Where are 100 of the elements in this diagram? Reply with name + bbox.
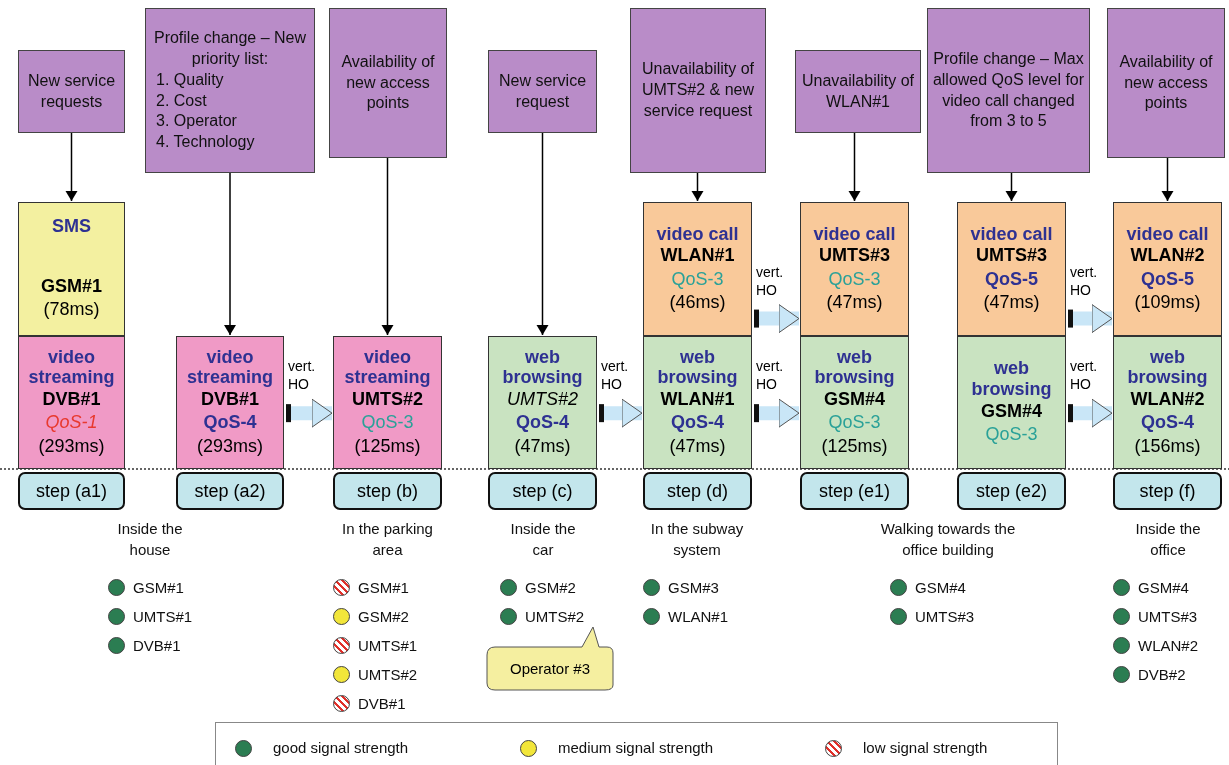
latency-value: (46ms) bbox=[669, 291, 726, 315]
service-box bbox=[957, 336, 1066, 469]
event-box bbox=[488, 50, 597, 133]
qos-level: QoS-4 bbox=[1141, 411, 1194, 435]
network-name: GSM#4 bbox=[981, 399, 1042, 423]
priority-item: 1. Quality bbox=[155, 69, 224, 90]
qos-level: QoS-3 bbox=[671, 267, 724, 291]
network-name: UMTS#3 bbox=[915, 607, 975, 627]
network-name: DVB#1 bbox=[42, 388, 101, 412]
arrow bbox=[224, 172, 236, 336]
event-text: Profile change – Max allowed QoS level for video call changed from 3 to 5 bbox=[932, 48, 1085, 132]
service-box bbox=[643, 202, 752, 336]
network-name: UMTS#3 bbox=[1138, 607, 1198, 627]
network-name: WLAN#1 bbox=[660, 388, 735, 412]
arrow bbox=[1005, 172, 1018, 202]
latency-value: (47ms) bbox=[826, 291, 883, 315]
arrow bbox=[381, 157, 394, 336]
service-name: video streaming bbox=[186, 346, 274, 389]
event-box bbox=[927, 8, 1090, 173]
latency-value: (156ms) bbox=[1134, 434, 1201, 458]
network-name: GSM#4 bbox=[1138, 578, 1189, 598]
callout-text: Operator #3 bbox=[509, 659, 590, 677]
network-name: GSM#2 bbox=[358, 607, 409, 627]
arrow bbox=[536, 132, 549, 336]
qos-level: QoS-5 bbox=[1141, 267, 1194, 291]
step-box bbox=[800, 472, 909, 510]
latency-value: (47ms) bbox=[669, 434, 726, 458]
network-name: DVB#1 bbox=[133, 636, 181, 656]
network-name: WLAN#1 bbox=[660, 244, 735, 268]
step-box bbox=[643, 472, 752, 510]
network-name: UMTS#2 bbox=[352, 388, 423, 412]
arrow bbox=[848, 132, 861, 202]
network-name: DVB#2 bbox=[1138, 665, 1186, 685]
event-box bbox=[1107, 8, 1225, 158]
scene-caption: Inside the office bbox=[1134, 519, 1202, 560]
event-text: Profile change – New priority list: bbox=[152, 28, 308, 69]
service-name: video call bbox=[970, 223, 1053, 245]
qos-level: QoS-3 bbox=[828, 267, 881, 291]
step-box bbox=[333, 472, 442, 510]
latency-value: (78ms) bbox=[43, 298, 100, 322]
step-label: step (a1) bbox=[35, 480, 107, 502]
network-name: UMTS#3 bbox=[976, 244, 1047, 268]
legend-label: low signal strength bbox=[863, 738, 988, 758]
network-name: GSM#2 bbox=[525, 578, 576, 598]
service-box bbox=[1113, 336, 1222, 469]
network-name: DVB#1 bbox=[201, 388, 259, 412]
latency-value: (293ms) bbox=[38, 434, 105, 458]
qos-level: QoS-1 bbox=[45, 411, 98, 435]
qos-level: QoS-3 bbox=[985, 423, 1038, 447]
network-name: WLAN#2 bbox=[1138, 636, 1199, 656]
service-name: video streaming bbox=[343, 346, 432, 389]
service-name: web browsing bbox=[813, 346, 896, 389]
network-name: UMTS#2 bbox=[358, 665, 418, 685]
event-box bbox=[18, 50, 125, 133]
latency-value: (293ms) bbox=[197, 434, 263, 458]
network-name: UMTS#2 bbox=[525, 607, 585, 627]
legend-label: medium signal strength bbox=[558, 738, 714, 758]
step-box bbox=[957, 472, 1066, 510]
service-box bbox=[488, 336, 597, 469]
arrow bbox=[65, 132, 78, 202]
event-text: New service request bbox=[497, 70, 588, 112]
step-label: step (f) bbox=[1139, 480, 1196, 502]
step-box bbox=[176, 472, 284, 510]
event-text: Unavailability of WLAN#1 bbox=[800, 70, 916, 112]
qos-level: QoS-4 bbox=[516, 411, 569, 435]
network-name: GSM#3 bbox=[668, 578, 719, 598]
service-name: video streaming bbox=[27, 346, 116, 389]
latency-value: (47ms) bbox=[514, 434, 571, 458]
network-name: DVB#1 bbox=[358, 694, 406, 714]
service-box bbox=[1113, 202, 1222, 336]
scene-caption: Walking towards the office building bbox=[879, 519, 1017, 560]
event-box bbox=[630, 8, 766, 173]
service-name: video call bbox=[1126, 223, 1209, 245]
network-name: WLAN#2 bbox=[1130, 388, 1205, 412]
network-name: GSM#4 bbox=[824, 388, 885, 412]
latency-value: (125ms) bbox=[821, 434, 888, 458]
event-box bbox=[145, 8, 315, 173]
network-name: GSM#1 bbox=[358, 578, 409, 598]
network-name: WLAN#2 bbox=[1130, 244, 1205, 268]
event-box bbox=[795, 50, 921, 133]
network-name: GSM#1 bbox=[41, 274, 102, 298]
step-label: step (a2) bbox=[194, 480, 266, 502]
service-box bbox=[957, 202, 1066, 336]
service-name: video call bbox=[813, 223, 896, 245]
step-box bbox=[488, 472, 597, 510]
step-label: step (e2) bbox=[975, 480, 1047, 502]
scene-caption: Inside the house bbox=[116, 519, 184, 560]
scene-caption: Inside the car bbox=[509, 519, 577, 560]
service-box bbox=[18, 202, 125, 336]
qos-level: QoS-3 bbox=[361, 411, 414, 435]
callout-bubble bbox=[487, 625, 613, 691]
network-name: GSM#1 bbox=[133, 578, 184, 598]
service-box bbox=[643, 336, 752, 469]
service-box bbox=[333, 336, 442, 469]
event-box bbox=[329, 8, 447, 158]
network-name: UMTS#1 bbox=[133, 607, 193, 627]
qos-level: QoS-5 bbox=[985, 267, 1038, 291]
service-box bbox=[176, 336, 284, 469]
scene-caption: In the subway system bbox=[649, 519, 745, 560]
event-text: Availability of new access points bbox=[340, 51, 436, 114]
